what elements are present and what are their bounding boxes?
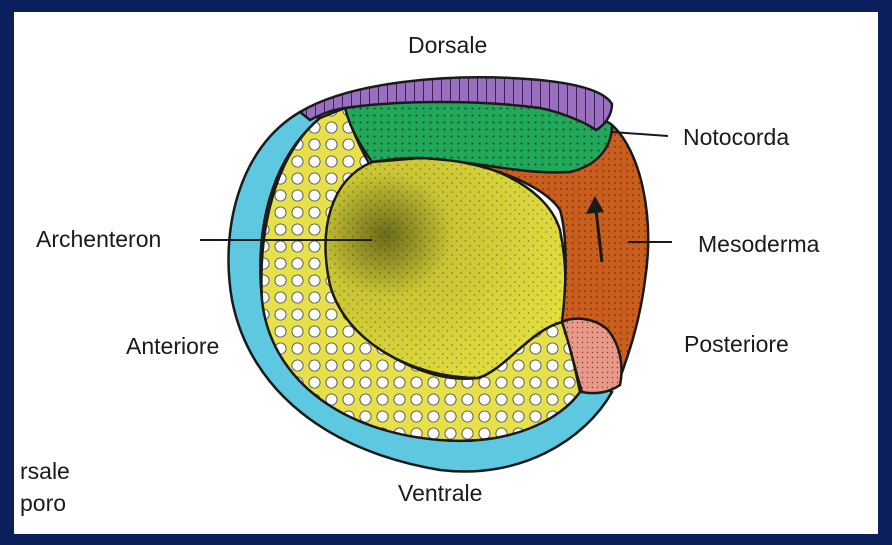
anterior-label: Anteriore bbox=[126, 335, 219, 358]
ventral-label: Ventrale bbox=[398, 482, 482, 505]
dorsal-label: Dorsale bbox=[408, 34, 487, 57]
archenteron-label: Archenteron bbox=[36, 228, 161, 251]
posterior-label: Posteriore bbox=[684, 333, 789, 356]
notochord-label: Notocorda bbox=[683, 126, 789, 149]
cut-label-line1: rsale bbox=[20, 460, 70, 483]
mesoderm-label: Mesoderma bbox=[698, 233, 819, 256]
cut-label-line2: poro bbox=[20, 492, 66, 515]
